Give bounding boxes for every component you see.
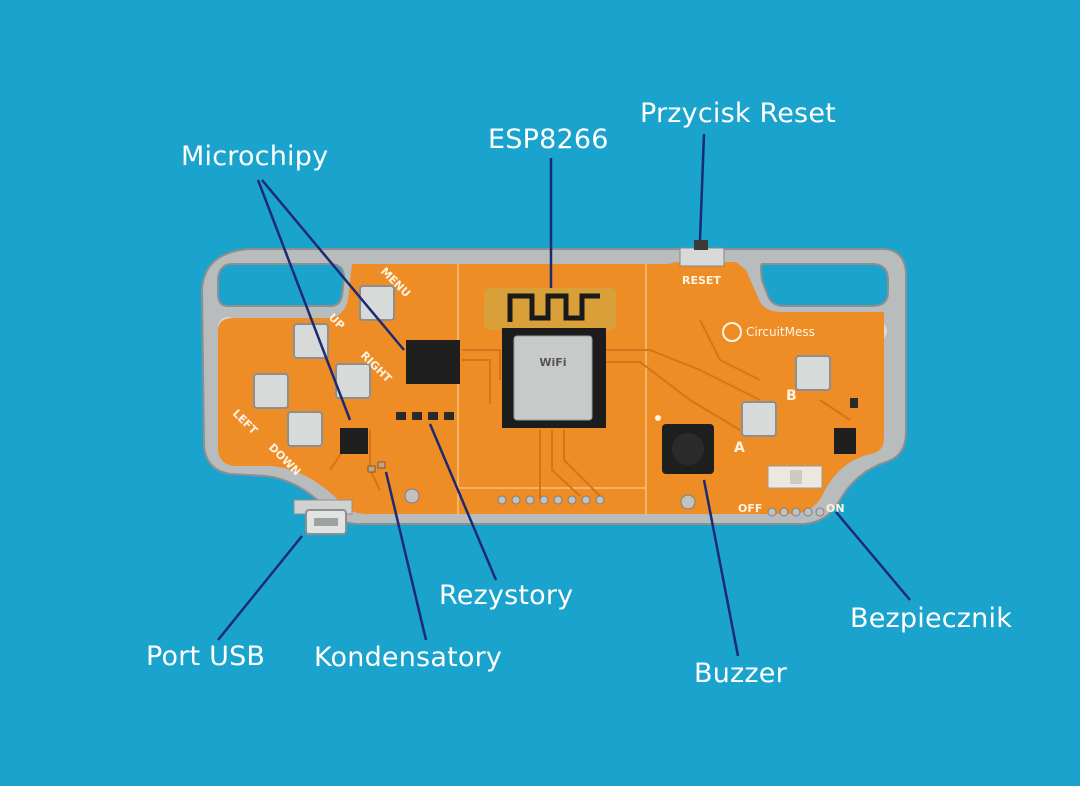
wifi-label: WiFi [539, 356, 566, 369]
mount-hole-left [404, 488, 420, 504]
pin-header [497, 495, 605, 505]
silk-a: A [734, 440, 745, 456]
leader-microchipy-1 [256, 179, 352, 421]
label-port-usb: Port USB [146, 641, 266, 672]
usb-port [293, 499, 353, 535]
capacitor-group [367, 461, 386, 473]
brand-logo-icon [722, 322, 742, 342]
action-buttons [741, 355, 831, 437]
leader-lines [217, 133, 911, 657]
label-buzzer: Buzzer [694, 658, 787, 689]
leader-buzzer [702, 479, 740, 657]
label-bezpiecznik: Bezpiecznik [850, 603, 1013, 634]
leader-rezystory [428, 423, 498, 581]
silk-b: B [786, 388, 797, 404]
leader-port-usb [217, 535, 303, 641]
leader-reset [698, 133, 706, 241]
power-switch [767, 465, 823, 489]
reset-button [679, 240, 725, 267]
microchip-small [340, 428, 368, 454]
resistor-row [396, 412, 454, 420]
label-microchipy: Microchipy [181, 141, 329, 172]
silk-reset: RESET [682, 274, 721, 287]
silk-brand: CircuitMess [746, 325, 815, 339]
fuse-chip [834, 398, 858, 454]
label-rezystory: Rezystory [439, 580, 574, 611]
dpad-buttons [253, 285, 395, 447]
buzzer [655, 415, 714, 474]
leader-kondensatory [384, 471, 428, 641]
microchip-left [406, 340, 460, 384]
esp8266-module: WiFi [484, 288, 616, 428]
mount-hole-right [680, 494, 696, 510]
silk-on: ON [826, 502, 845, 515]
label-przycisk-reset: Przycisk Reset [640, 98, 836, 129]
leader-microchipy-2 [261, 179, 405, 351]
leader-bezpiecznik [835, 511, 911, 601]
silk-off: OFF [738, 502, 762, 515]
label-esp8266: ESP8266 [488, 124, 609, 155]
label-kondensatory: Kondensatory [314, 642, 503, 673]
switch-pins [767, 507, 825, 517]
